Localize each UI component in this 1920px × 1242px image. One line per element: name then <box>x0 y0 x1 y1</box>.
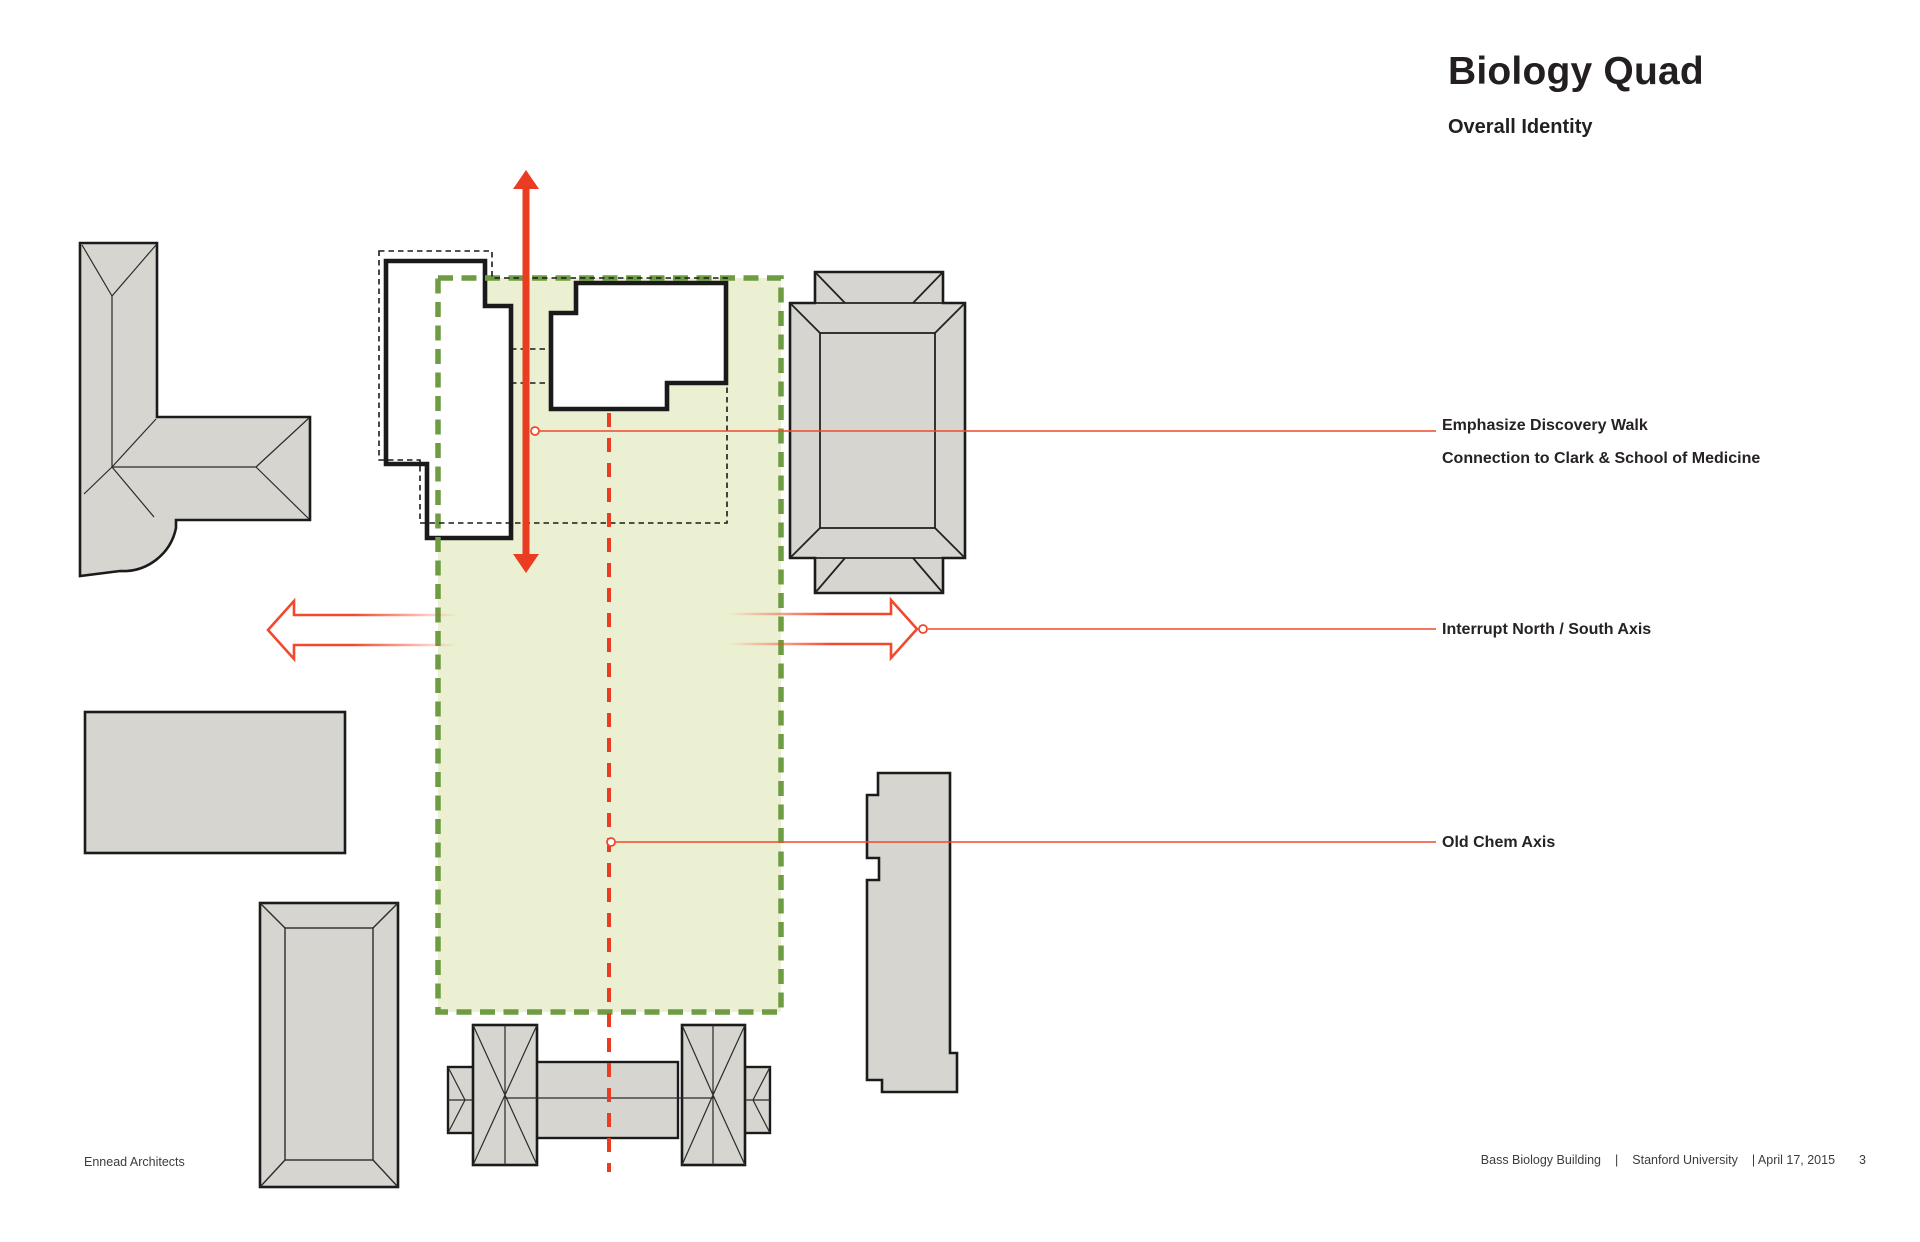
axis-arrow-east-icon <box>728 596 919 662</box>
building-outline <box>788 270 967 595</box>
axis-arrow-west-icon <box>266 597 458 663</box>
building-northwest-l <box>78 241 312 578</box>
building-southwest <box>258 901 400 1189</box>
reference-outline-dashed <box>378 250 728 524</box>
discovery-walk-arrow <box>513 170 1436 573</box>
annotation-line: Old Chem Axis <box>1442 834 1556 851</box>
annotation-north-south-axis: Interrupt North / South Axis <box>1442 613 1651 646</box>
annotation-discovery-walk: Emphasize Discovery Walk Connection to C… <box>1442 409 1760 475</box>
footer-page-number: 3 <box>1859 1153 1866 1167</box>
footer-project-info: Bass Biology Building | Stanford Univers… <box>1481 1153 1866 1167</box>
footer-firm-name: Ennead Architects <box>84 1155 185 1169</box>
building-south-barbell <box>446 1023 772 1167</box>
old-chem-axis <box>606 413 1436 1172</box>
north-south-axis-arrows <box>266 596 1436 663</box>
leader-node-circle <box>530 426 540 436</box>
footer-project: Bass Biology Building <box>1480 1153 1602 1167</box>
footer-date: | April 17, 2015 <box>1751 1153 1836 1167</box>
annotation-old-chem-axis: Old Chem Axis <box>1442 826 1555 859</box>
roof-lines <box>81 244 310 520</box>
annotation-line: Connection to Clark & School of Medicine <box>1442 450 1761 467</box>
title-block: Biology Quad Overall Identity <box>1448 50 1704 139</box>
roof-lines <box>259 902 399 1188</box>
building-southeast-slab <box>865 771 959 1094</box>
leader-node-circle <box>918 624 928 634</box>
center-bar <box>533 1060 680 1140</box>
building-west-rect <box>83 710 347 855</box>
building-outline <box>258 901 400 1189</box>
annotation-line: Interrupt North / South Axis <box>1442 621 1652 638</box>
new-building-footprint-east-wing <box>548 280 729 412</box>
arrowhead-up-icon <box>513 170 539 189</box>
footer-separator: | <box>1615 1153 1619 1167</box>
page-title: Biology Quad <box>1448 50 1704 93</box>
leader-node-circle <box>606 837 616 847</box>
footer-client: Stanford University <box>1632 1153 1738 1167</box>
arrowhead-down-icon <box>513 554 539 573</box>
annotation-line: Emphasize Discovery Walk <box>1442 417 1648 434</box>
building-outline <box>78 241 312 578</box>
page-subtitle: Overall Identity <box>1448 116 1593 138</box>
building-northeast-pavilion <box>788 270 967 595</box>
